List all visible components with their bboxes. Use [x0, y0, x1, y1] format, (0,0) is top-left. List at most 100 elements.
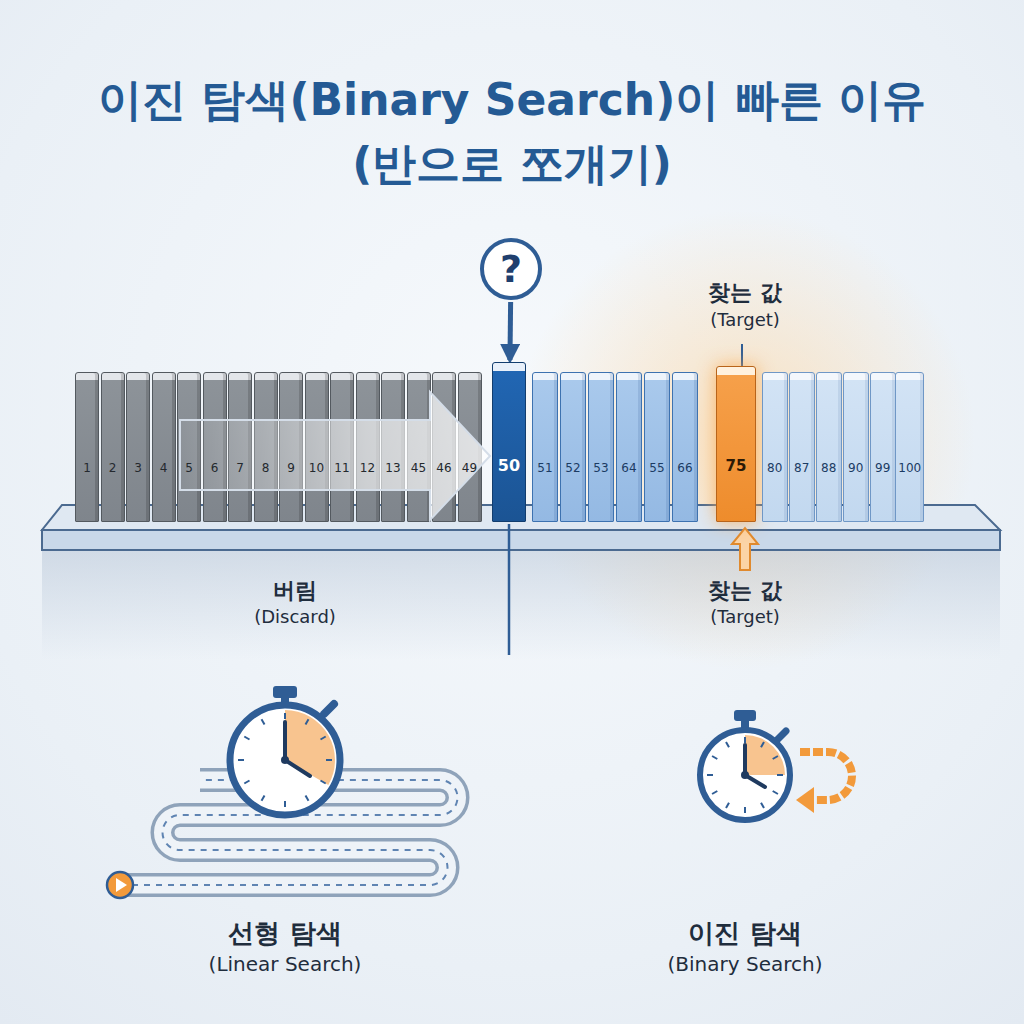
tick	[262, 796, 265, 801]
tick	[284, 801, 286, 807]
target-arrow	[732, 528, 758, 570]
tick	[712, 756, 717, 759]
tick	[773, 791, 778, 794]
book: 64	[616, 372, 642, 522]
question-bubble: ?	[480, 238, 542, 300]
tick	[284, 713, 286, 719]
book-number: 87	[794, 461, 809, 475]
book: 55	[644, 372, 670, 522]
book-number: 88	[821, 461, 836, 475]
book: 45	[407, 372, 431, 522]
book-number: 1	[83, 461, 91, 475]
tick	[777, 774, 783, 776]
book: 9	[279, 372, 303, 522]
book: 1	[75, 372, 99, 522]
book-number: 7	[236, 461, 244, 475]
book-number: 100	[898, 461, 921, 475]
book-number: 53	[593, 461, 608, 475]
book: 5	[177, 372, 201, 522]
title-block: 이진 탐색(Binary Search)이 빠른 이유 (반으로 쪼개기)	[72, 68, 952, 196]
question-mark: ?	[500, 247, 522, 291]
book-number: 13	[385, 461, 400, 475]
title: 이진 탐색(Binary Search)이 빠른 이유 (반으로 쪼개기)	[98, 74, 926, 189]
book: 11	[330, 372, 354, 522]
book: 3	[126, 372, 150, 522]
book: 12	[356, 372, 380, 522]
label: (Target)	[710, 606, 780, 627]
book: 10	[305, 372, 329, 522]
tick	[761, 742, 764, 747]
book-number: 8	[262, 461, 270, 475]
book-number: 49	[462, 461, 477, 475]
book: 53	[588, 372, 614, 522]
tick	[744, 737, 746, 743]
book-number: 4	[160, 461, 168, 475]
tick	[306, 719, 309, 724]
label: (Discard)	[254, 606, 336, 627]
book: 99	[870, 372, 896, 522]
tick	[726, 742, 729, 747]
tick	[712, 791, 717, 794]
book: 51	[532, 372, 558, 522]
book: 8	[254, 372, 278, 522]
book: 46	[432, 372, 456, 522]
book: 75	[716, 366, 756, 522]
tick	[321, 737, 326, 740]
book-number: 52	[565, 461, 580, 475]
shelf-shadow	[42, 550, 1000, 660]
tick	[707, 774, 713, 776]
label: 이진 탐색	[688, 916, 801, 951]
book: 52	[560, 372, 586, 522]
stopwatch-linear	[230, 686, 340, 815]
label: (Binary Search)	[668, 952, 823, 976]
book: 13	[381, 372, 405, 522]
label: 선형 탐색	[228, 916, 341, 951]
tick	[744, 807, 746, 813]
book-number: 99	[875, 461, 890, 475]
book-number: 80	[767, 461, 782, 475]
book: 87	[789, 372, 815, 522]
book-number: 12	[360, 461, 375, 475]
book-number: 11	[334, 461, 349, 475]
tick	[238, 759, 244, 761]
book-number: 2	[109, 461, 117, 475]
book-number: 66	[677, 461, 692, 475]
book-number: 5	[185, 461, 193, 475]
book-number: 55	[649, 461, 664, 475]
book: 7	[228, 372, 252, 522]
book-number: 9	[287, 461, 295, 475]
book-number: 75	[726, 457, 747, 475]
tick	[761, 803, 764, 808]
leader-line	[741, 344, 743, 366]
label: (Linear Search)	[209, 952, 362, 976]
pointer-arrow	[507, 302, 513, 360]
tick	[726, 803, 729, 808]
tick	[244, 781, 249, 784]
book: 88	[816, 372, 842, 522]
book: 66	[672, 372, 698, 522]
book-number: 90	[848, 461, 863, 475]
book-number: 45	[411, 461, 426, 475]
book: 100	[895, 372, 924, 522]
book: 4	[152, 372, 176, 522]
book: 2	[101, 372, 125, 522]
book: 49	[458, 372, 482, 522]
label: (Target)	[710, 309, 780, 330]
book-number: 3	[134, 461, 142, 475]
tick	[306, 796, 309, 801]
label: 찾는 값	[708, 576, 782, 606]
book-number: 50	[498, 456, 520, 475]
label: 버림	[273, 576, 317, 606]
book-number: 10	[309, 461, 324, 475]
tick	[326, 759, 332, 761]
book: 50	[492, 362, 526, 522]
split-line	[508, 524, 511, 655]
tick	[773, 756, 778, 759]
book-number: 51	[537, 461, 552, 475]
book: 6	[203, 372, 227, 522]
label: 찾는 값	[708, 278, 782, 308]
book-number: 64	[621, 461, 636, 475]
tick	[321, 781, 326, 784]
book-number: 6	[211, 461, 219, 475]
book: 80	[762, 372, 788, 522]
